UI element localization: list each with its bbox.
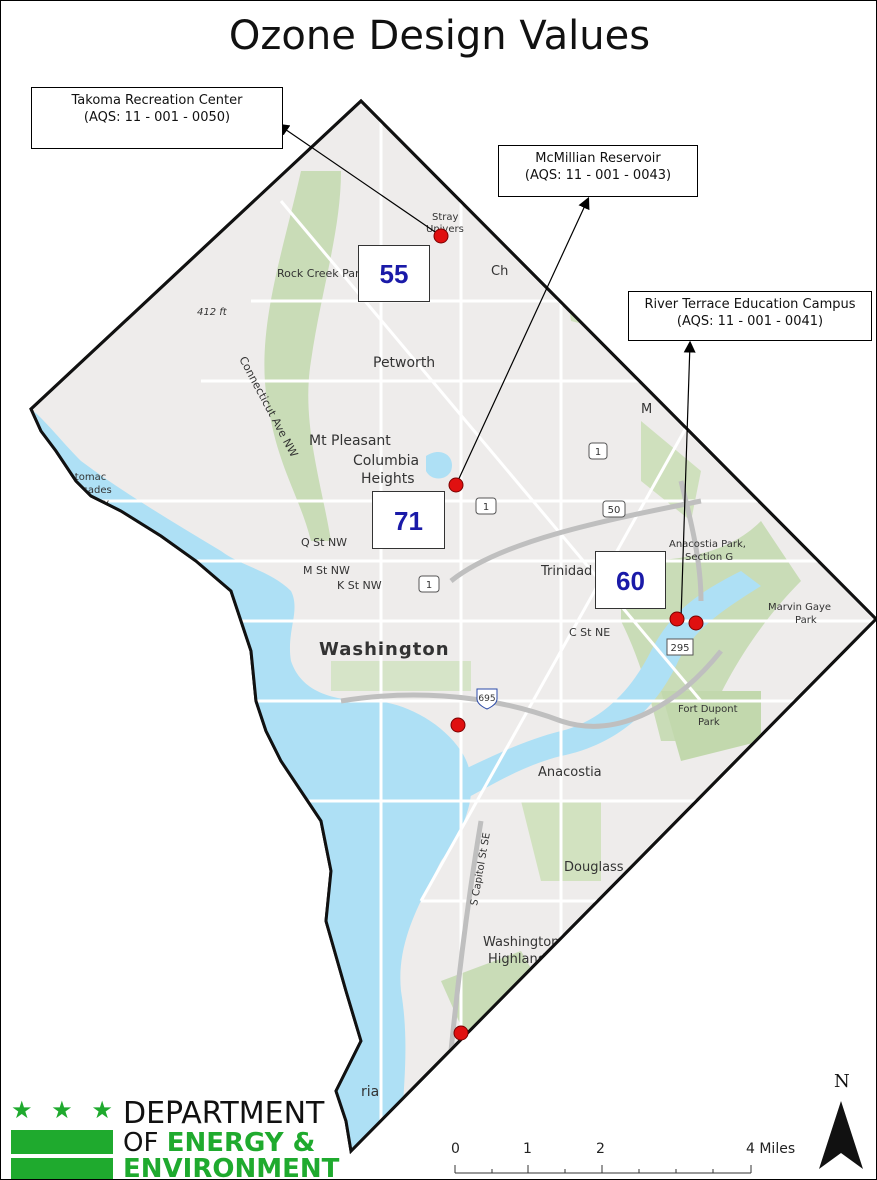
label-fort-dupont: Fort Dupont [678, 704, 738, 715]
label-k-st: K St NW [337, 579, 382, 592]
label-douglass: Douglass [564, 860, 624, 875]
label-columbia: Columbia [353, 453, 419, 469]
leader-takoma [277, 123, 442, 237]
rock-creek-park [264, 171, 341, 541]
scale-label-0: 0 [451, 1141, 460, 1157]
design-value-river-terrace: 60 [595, 551, 666, 609]
svg-text:1: 1 [483, 502, 489, 513]
logo-bar-bottom [11, 1158, 113, 1179]
svg-text:1: 1 [595, 447, 601, 458]
shield-us1-a: 1 [588, 442, 608, 460]
callout-site-name: McMillian Reservoir [535, 151, 661, 166]
shield-i695: 695 [476, 688, 498, 710]
scale-label-1: 1 [523, 1141, 532, 1157]
shield-us50: 50 [602, 500, 626, 518]
callout-site-name: River Terrace Education Campus [644, 297, 856, 312]
site-marker[interactable] [450, 717, 466, 733]
north-arrow-icon [819, 1101, 863, 1169]
fort-dupont-park [661, 691, 761, 761]
site-marker-mcmillian[interactable] [448, 477, 464, 493]
label-palisades: alisades [71, 485, 112, 496]
logo-department: DEPARTMENT [123, 1096, 325, 1131]
label-washington-highlands: Washington [483, 935, 559, 950]
logo-energy: ENERGY & [166, 1128, 316, 1158]
shield-us1-c: 1 [418, 575, 440, 593]
label-trinidad: Trinidad [540, 564, 592, 579]
doee-logo: ★ ★ ★ DEPARTMENT OF ENERGY & ENVIRONMENT [11, 1096, 341, 1180]
label-anacostia: Anacostia [538, 765, 602, 780]
callout-aqs-id: (AQS: 11 - 001 - 0041) [676, 314, 824, 329]
map-title: Ozone Design Values [228, 13, 651, 59]
national-mall [331, 661, 471, 691]
label-strayer: Stray [432, 212, 459, 223]
label-marvin-gaye: Marvin Gaye [768, 602, 831, 613]
callout-site-name: Takoma Recreation Center [71, 93, 243, 108]
label-fort-dupont-park: Park [698, 717, 720, 728]
dc-outline [29, 98, 876, 1155]
svg-text:50: 50 [608, 505, 621, 516]
logo-environment: ENVIRONMENT [123, 1154, 340, 1180]
callout-mcmillian: McMillian Reservoir (AQS: 11 - 001 - 004… [498, 145, 698, 197]
label-rock-creek: Rock Creek Park [277, 267, 367, 280]
leader-mcmillian [455, 196, 590, 486]
anacostia-river [441, 571, 761, 801]
label-elevation: 412 ft [197, 307, 228, 318]
leader-river-terrace [680, 340, 696, 620]
scale-label-4-miles: 4 Miles [746, 1141, 796, 1157]
label-c-st: C St NE [569, 626, 610, 639]
shield-us1-b: 1 [475, 497, 497, 515]
label-m-st: M St NW [303, 564, 350, 577]
site-marker-takoma[interactable] [433, 228, 449, 244]
label-ch: Ch [491, 264, 508, 279]
label-section-g: Section G [685, 552, 733, 563]
svg-text:295: 295 [670, 643, 689, 654]
label-mt-pleasant: Mt Pleasant [309, 433, 391, 449]
callout-takoma: Takoma Recreation Center (AQS: 11 - 001 … [31, 87, 283, 149]
callout-aqs-id: (AQS: 11 - 001 - 0050) [83, 110, 231, 125]
north-arrow: N [816, 1071, 866, 1171]
label-anacostia-park: Anacostia Park, [669, 539, 746, 550]
label-univers: Univers [426, 224, 464, 235]
label-potomac: Potomac [63, 472, 106, 483]
reservoir [426, 451, 452, 479]
label-washington: Washington [319, 639, 450, 660]
svg-text:1: 1 [426, 580, 432, 591]
logo-of: OF [123, 1128, 159, 1158]
label-petworth: Petworth [373, 355, 435, 371]
design-value-takoma: 55 [358, 245, 430, 302]
north-label: N [834, 1071, 850, 1092]
label-m: M [641, 402, 652, 417]
callout-aqs-id: (AQS: 11 - 001 - 0043) [524, 168, 672, 183]
label-heights: Heights [361, 471, 415, 487]
label-ria: ria [361, 1084, 379, 1100]
highways [340, 480, 723, 1052]
label-q-st: Q St NW [301, 536, 347, 549]
design-value-mcmillian: 71 [372, 491, 445, 549]
callout-river-terrace: River Terrace Education Campus (AQS: 11 … [628, 291, 872, 341]
logo-stars: ★ ★ ★ [11, 1097, 119, 1124]
logo-energy-line: OF ENERGY & [123, 1128, 315, 1158]
shield-dc295: 295 [666, 638, 694, 656]
scale-bar: 0 1 2 4 Miles [441, 1141, 821, 1179]
site-marker[interactable] [453, 1025, 469, 1041]
scale-label-2: 2 [596, 1141, 605, 1157]
potomac-river [31, 409, 472, 1151]
logo-bar-top [11, 1130, 113, 1154]
site-marker[interactable] [688, 615, 704, 631]
svg-text:695: 695 [478, 694, 495, 704]
site-marker-river-terrace[interactable] [669, 611, 685, 627]
anacostia-park [621, 521, 801, 741]
label-marvin-gaye-park: Park [795, 615, 817, 626]
scale-ticks [454, 1165, 752, 1174]
